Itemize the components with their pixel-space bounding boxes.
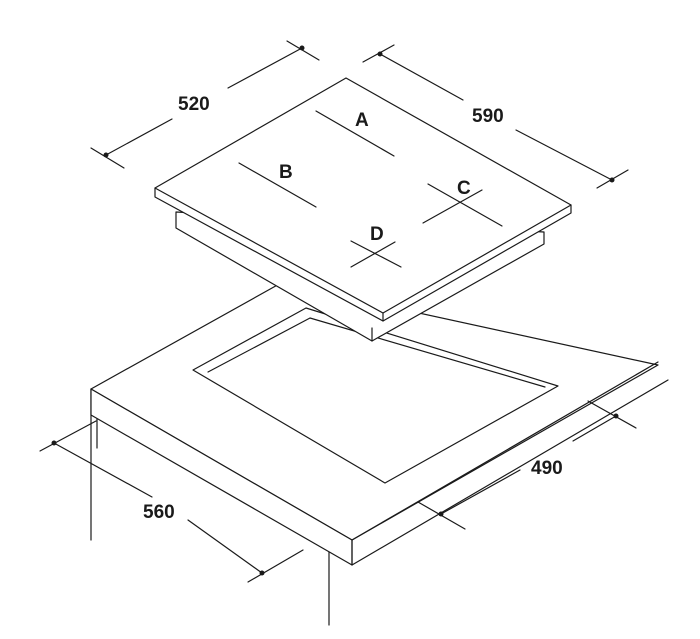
dimension-line [105, 118, 173, 156]
dimension-line [53, 442, 153, 498]
zone-a-mark [315, 110, 395, 157]
dimension-label-560: 560 [143, 502, 175, 523]
dimension-hob-depth: 520 [90, 40, 320, 169]
dimension-label-520: 520 [178, 94, 210, 115]
zone-d-cross-mark [350, 241, 396, 268]
dimension-line [227, 47, 303, 89]
zone-d-mark [350, 240, 402, 268]
zone-c-mark [427, 183, 503, 227]
zone-b-label: B [279, 162, 293, 183]
zone-c-cross-mark [422, 189, 483, 224]
dimension-line [187, 519, 263, 574]
zone-b-mark [238, 162, 317, 208]
dimension-end-dot [377, 51, 383, 57]
dimension-line [572, 415, 617, 442]
dimension-line [440, 469, 521, 515]
zone-c-label: C [457, 178, 471, 199]
dimension-end-dot [609, 177, 615, 183]
dimension-end-dot [438, 511, 444, 517]
extension-tick [90, 147, 125, 169]
hob-glass-top [154, 77, 572, 314]
dimension-line [379, 53, 464, 101]
dimension-end-dot [299, 45, 305, 51]
extension-tick [247, 549, 304, 583]
dimension-end-dot [51, 440, 57, 446]
cutout-outer [192, 307, 559, 484]
dimension-cutout-depth: 490 [417, 400, 637, 530]
dimension-cutout-width: 560 [39, 420, 304, 583]
dimension-hob-width: 590 [362, 44, 629, 189]
dimension-line [515, 129, 613, 181]
extension-tick [39, 420, 97, 452]
extension-tick [286, 40, 320, 61]
zone-d-label: D [370, 224, 384, 245]
extension-tick [587, 400, 637, 429]
dimension-end-dot [613, 413, 619, 419]
dimension-end-dot [259, 570, 265, 576]
zone-a-label: A [355, 110, 369, 131]
dimension-label-590: 590 [472, 106, 504, 127]
worktop-right-bottom-edge [351, 379, 669, 566]
hob: A B C D [154, 77, 572, 342]
dimension-label-490: 490 [531, 458, 563, 479]
dimension-end-dot [103, 152, 109, 158]
cutout-opening [192, 307, 559, 484]
worktop-right-top-edge [351, 361, 659, 541]
cutout-inner-back-edge [207, 317, 546, 388]
